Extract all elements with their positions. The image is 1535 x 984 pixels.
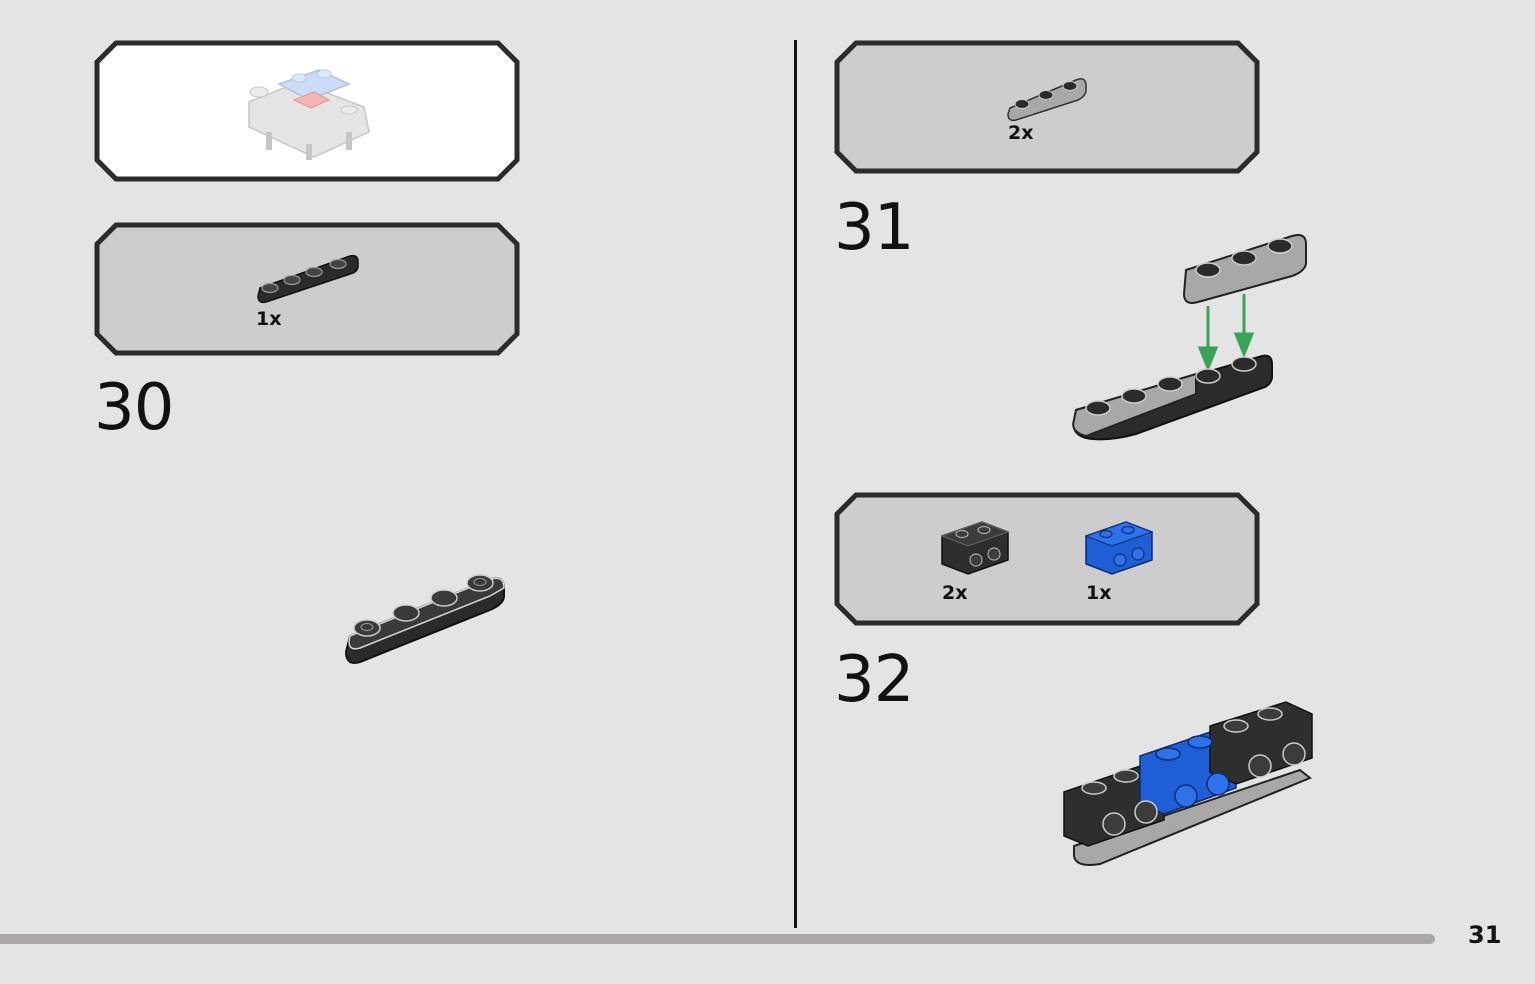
assembly-preview-icon <box>248 69 370 160</box>
step-31-parts-callout: 2x <box>834 40 1260 174</box>
step-32-part-1-qty: 2x <box>942 582 968 604</box>
step-32-parts-callout: 2x 1x <box>834 492 1260 626</box>
step-30-parts-callout: 1x <box>94 222 520 356</box>
step-30-part-1-qty: 1x <box>256 308 282 330</box>
step-32-number: 32 <box>834 643 914 717</box>
step-30-number: 30 <box>94 371 174 445</box>
black-plate-1x4-icon <box>257 254 359 304</box>
bottom-progress-bar <box>0 934 1435 944</box>
blue-brick-studs-on-side-icon <box>1084 521 1154 575</box>
step-32-part-2-qty: 1x <box>1086 582 1112 604</box>
step-30-model-black-plate <box>344 574 505 664</box>
step-31-part-1-qty: 2x <box>1008 122 1034 144</box>
step-32-model <box>1063 701 1313 866</box>
page-number: 31 <box>1468 921 1502 949</box>
step-31-number: 31 <box>834 191 914 265</box>
preview-callout <box>94 40 520 182</box>
gray-plate-1x3-icon <box>1007 78 1087 122</box>
page-divider <box>794 40 797 928</box>
black-brick-studs-on-side-icon <box>940 521 1010 575</box>
step-31-model <box>1072 234 1307 441</box>
